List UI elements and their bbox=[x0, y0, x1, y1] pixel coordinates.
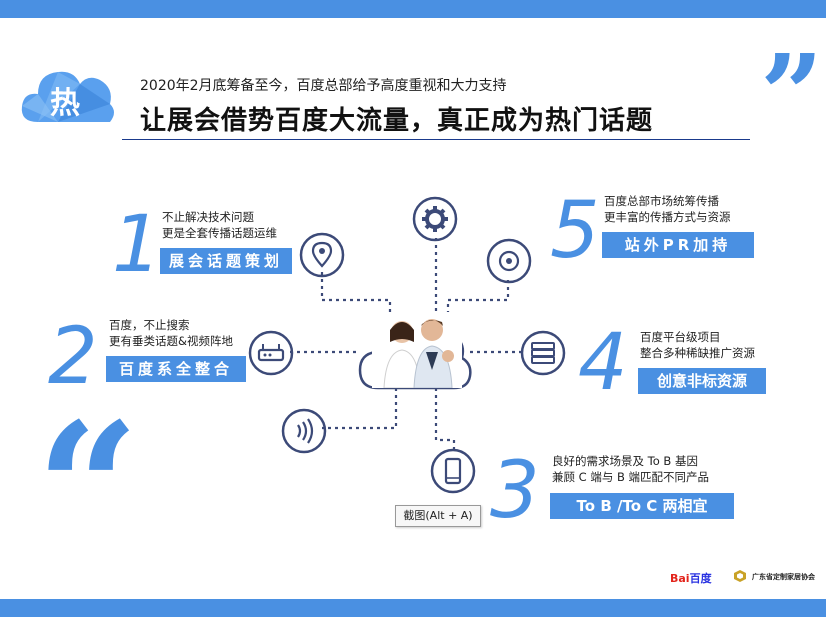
item-2-number: 2 bbox=[48, 312, 98, 402]
item-3-desc-line-1: 良好的需求场景及 To B 基因 bbox=[552, 454, 698, 468]
item-1-number: 1 bbox=[112, 200, 162, 290]
top-bar bbox=[0, 0, 826, 18]
target-icon bbox=[486, 238, 532, 284]
item-1-label: 展会话题策划 bbox=[160, 248, 292, 274]
close-quote-mark: ” bbox=[760, 30, 824, 159]
smartphone-icon bbox=[430, 448, 476, 494]
item-2-desc-line-1: 百度，不止搜索 bbox=[109, 318, 190, 332]
header-subtitle: 2020年2月底筹备至今，百度总部给予高度重视和大力支持 bbox=[140, 78, 507, 94]
server-icon bbox=[520, 330, 566, 376]
cloud-badge-icon bbox=[21, 71, 114, 122]
title-underline bbox=[122, 139, 750, 140]
item-4-desc-line-1: 百度平台级项目 bbox=[640, 330, 721, 344]
gear-icon bbox=[412, 196, 458, 242]
baidu-logo: Bai百度 bbox=[670, 570, 712, 586]
item-5-desc-line-2: 更丰富的传播方式与资源 bbox=[604, 210, 731, 224]
hot-badge-text: 热 bbox=[50, 86, 80, 121]
screenshot-tooltip: 截图(Alt + A) bbox=[395, 505, 481, 527]
wireless-signal-icon bbox=[281, 408, 327, 454]
association-logo-text: 广东省定制家居协会 bbox=[752, 573, 815, 581]
item-3-label: To B /To C 两相宜 bbox=[550, 493, 734, 519]
baidu-logo-cn: 百度 bbox=[689, 572, 712, 585]
item-4-label: 创意非标资源 bbox=[638, 368, 766, 394]
bottom-bar bbox=[0, 599, 826, 617]
item-3-desc-line-2: 兼顾 C 端与 B 端匹配不同产品 bbox=[552, 470, 710, 484]
item-5-label: 站外PR加持 bbox=[602, 232, 754, 258]
item-5-desc-line-1: 百度总部市场统筹传播 bbox=[604, 194, 719, 208]
item-4-desc-line-2: 整合多种稀缺推广资源 bbox=[640, 346, 755, 360]
item-2-desc-line-2: 更有垂类话题&视频阵地 bbox=[109, 334, 233, 348]
people-photo bbox=[372, 312, 462, 388]
item-3-number: 3 bbox=[490, 446, 540, 536]
open-quote-mark: “ bbox=[36, 384, 140, 595]
baidu-logo-prefix: Bai bbox=[670, 572, 690, 585]
item-4-number: 4 bbox=[578, 318, 628, 408]
item-1-desc-line-1: 不止解决技术问题 bbox=[162, 210, 254, 224]
router-icon bbox=[248, 330, 294, 376]
item-5-number: 5 bbox=[550, 186, 600, 276]
item-1-desc-line-2: 更是全套传播话题运维 bbox=[162, 226, 277, 240]
association-logo-icon bbox=[734, 570, 746, 582]
location-pin-icon bbox=[299, 232, 345, 278]
page-title: 让展会借势百度大流量，真正成为热门话题 bbox=[140, 106, 654, 136]
item-2-label: 百度系全整合 bbox=[106, 356, 246, 382]
